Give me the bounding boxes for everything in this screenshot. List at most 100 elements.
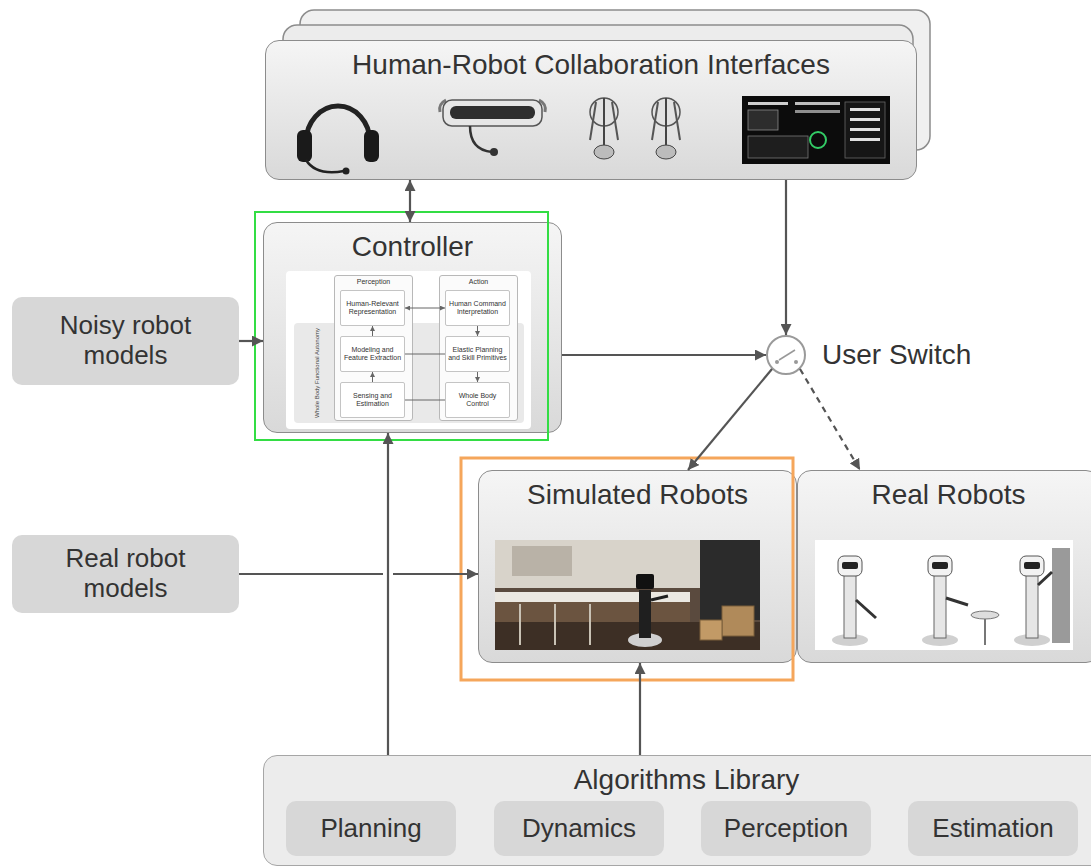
haptic-arm [603, 98, 605, 150]
highlight-frame [255, 212, 548, 440]
connector-group [410, 180, 411, 222]
panel-title: Controller [264, 231, 561, 263]
screen-widget [845, 102, 885, 158]
screen-widget [748, 136, 808, 158]
robot-body [844, 575, 856, 638]
sim-robot-arm [651, 596, 668, 600]
screen-widget [850, 138, 880, 141]
box-label: Real robot models [22, 544, 229, 604]
panel-title: Human-Robot Collaboration Interfaces [266, 49, 916, 81]
arrow-connector [785, 180, 787, 335]
haptic-arm [590, 102, 596, 140]
goggles-strap [440, 100, 446, 112]
sim-box [722, 606, 754, 636]
screen-widget [850, 118, 880, 121]
real-robot [1014, 548, 1070, 646]
module-box: Perception [701, 801, 871, 856]
crossing-gap [383, 567, 393, 581]
screen-widget [795, 102, 840, 105]
sim-robot-head [636, 574, 654, 589]
panel-title: Real Robots [798, 479, 1091, 511]
haptic-grip [594, 145, 614, 159]
sim-scene [495, 540, 760, 650]
sim-stool [554, 604, 556, 645]
headphones-cup [364, 130, 379, 162]
connector-group [562, 355, 766, 356]
real-robot [832, 556, 876, 646]
module-box: Sensing and Estimation [340, 382, 405, 418]
box-label: Planning [320, 814, 421, 844]
arrow-connector [477, 326, 478, 336]
real-robot [922, 556, 999, 646]
screen-widget [850, 128, 880, 131]
haptic-arm [652, 102, 658, 140]
arrow-connector [409, 180, 411, 222]
arrow-connector [688, 369, 772, 470]
screen-widget [810, 132, 826, 148]
robot-base [922, 634, 958, 646]
robot-arm [856, 600, 876, 618]
robot-panel: Simulated Robots [478, 470, 797, 663]
box-label: Estimation [932, 814, 1053, 844]
robot-base [832, 634, 868, 646]
arrow-connector [239, 340, 263, 342]
switch-contact [794, 360, 798, 364]
robot-panel: Real Robots [797, 470, 1091, 663]
arrow-connector [387, 433, 389, 755]
input-box: Noisy robot models [12, 297, 239, 385]
arrow-connector [800, 369, 860, 470]
band-label: Whole Body Functional Autonomy [314, 328, 320, 418]
module-box: Planning [286, 801, 456, 856]
headphones-cup [297, 130, 312, 162]
connector-group [688, 369, 772, 470]
arrow-connector [405, 400, 445, 401]
headphones-band [306, 106, 370, 142]
module-box: Whole Body Control [445, 382, 510, 418]
robot-visor [842, 562, 858, 569]
sim-stool [589, 604, 591, 645]
robot-head [838, 556, 862, 576]
column-heading: Action [440, 278, 517, 286]
goggles-lens [450, 106, 535, 119]
connector-group [388, 433, 389, 755]
connector-group [800, 369, 860, 470]
box-label: Perception [724, 814, 848, 844]
connector-group [477, 326, 478, 336]
connector-group [239, 341, 263, 342]
sim-counter [495, 602, 690, 622]
photo-ground [815, 540, 1073, 650]
haptic-arm [665, 98, 667, 150]
library-panel: Algorithms LibraryPlanningDynamicsPercep… [263, 755, 1091, 866]
screen [742, 96, 890, 164]
module-box: Human Command Interpretation [445, 290, 510, 326]
module-label: Whole Body Control [448, 392, 507, 408]
shelf [1052, 548, 1070, 643]
robot-visor [1024, 562, 1040, 569]
switch-label: User Switch [822, 337, 971, 373]
connector-group [239, 574, 478, 575]
arrow-connector [372, 326, 373, 336]
interface-panel: Human-Robot Collaboration Interfaces [265, 40, 917, 180]
arrow-connector [562, 354, 766, 356]
module-label: Elastic Planning and Skill Primitives [448, 346, 507, 362]
headphones-mic [306, 160, 344, 172]
switch-circle: User Switch [766, 335, 806, 375]
module-box: Modeling and Feature Extraction [340, 336, 405, 372]
screen-widget [850, 108, 880, 111]
connector-group [372, 372, 373, 382]
box-label: Noisy robot models [22, 311, 229, 371]
haptic-joint [590, 98, 618, 126]
connector-group [372, 326, 373, 336]
connector-group [405, 354, 445, 355]
robot-head [928, 556, 952, 576]
haptic-arm [612, 102, 618, 140]
haptic-grip [656, 145, 676, 159]
goggles-body [443, 100, 542, 126]
sim-counter [495, 592, 690, 602]
module-label: Modeling and Feature Extraction [343, 346, 402, 362]
module-box: Elastic Planning and Skill Primitives [445, 336, 510, 372]
table [971, 611, 999, 619]
robot-body [1026, 575, 1038, 638]
